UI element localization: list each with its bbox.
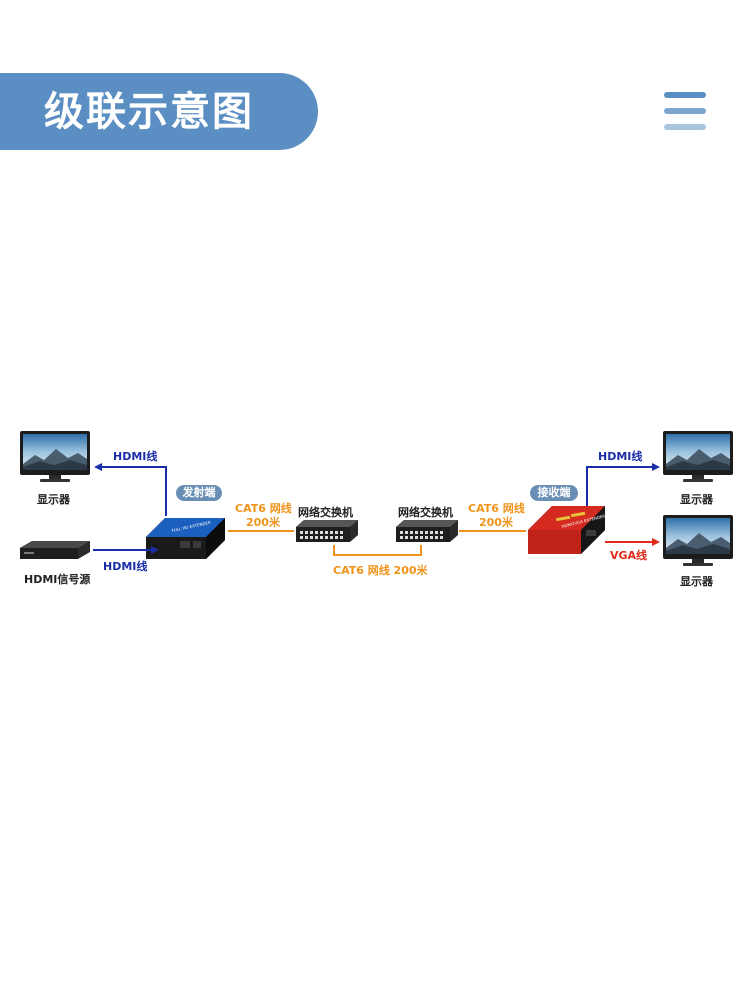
monitor-right-top-label: 显示器 <box>680 493 713 506</box>
hdmi-source-icon <box>20 541 90 559</box>
cat6-line-middle <box>333 545 422 556</box>
page-title: 级联示意图 <box>44 89 254 135</box>
menu-bar-bottom <box>664 124 706 130</box>
monitor-left-icon <box>20 431 90 482</box>
menu-bar-top <box>664 92 706 98</box>
transmitter-pill: 发射端 <box>176 485 222 501</box>
network-switch-left-icon <box>296 520 358 542</box>
hdmi-out-line <box>94 463 167 516</box>
menu-icon[interactable] <box>664 90 706 134</box>
hdmi-out-label: HDMI线 <box>113 450 158 463</box>
hdmi-out-right-line <box>586 463 660 506</box>
monitor-right-bottom-label: 显示器 <box>680 575 713 588</box>
network-switch-right-icon <box>396 520 458 542</box>
cat6-right-label: CAT6 网线 <box>468 502 525 515</box>
cat6-left-distance: 200米 <box>246 516 280 529</box>
transmitter-device-icon: FULL HD EXTENDER <box>146 518 225 559</box>
title-banner <box>0 73 318 150</box>
switch-left-label: 网络交换机 <box>298 506 353 519</box>
monitor-right-bottom-icon <box>663 515 733 566</box>
monitor-left-label: 显示器 <box>37 493 70 506</box>
vga-label: VGA线 <box>610 549 648 562</box>
hdmi-source-label: HDMI信号源 <box>24 573 91 586</box>
cat6-left-label: CAT6 网线 <box>235 502 292 515</box>
cat6-right-distance: 200米 <box>479 516 513 529</box>
receiver-pill: 接收端 <box>530 485 578 501</box>
cat6-middle-label: CAT6 网线 200米 <box>333 564 428 577</box>
monitor-right-top-icon <box>663 431 733 482</box>
menu-bar-middle <box>664 108 706 114</box>
receiver-device-icon: HDMI2VGA EXTENDER <box>528 506 606 554</box>
hdmi-out-right-label: HDMI线 <box>598 450 643 463</box>
switch-right-label: 网络交换机 <box>398 506 453 519</box>
hdmi-in-label: HDMI线 <box>103 560 148 573</box>
